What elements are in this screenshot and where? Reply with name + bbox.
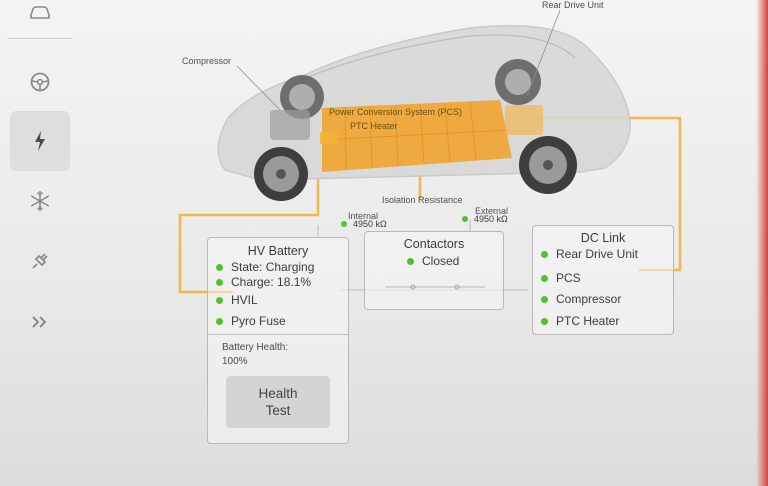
wheel-icon — [280, 75, 324, 119]
sidebar-item-car[interactable] — [10, 0, 70, 42]
status-dot — [216, 296, 223, 304]
dc-link-item: Rear Drive Unit — [541, 247, 638, 261]
compressor-label: Compressor — [182, 56, 232, 66]
status-dot — [341, 221, 347, 227]
sidebar-item-driving[interactable] — [10, 52, 70, 112]
external-resistance: 4950 kΩ — [462, 214, 508, 224]
external-label: External — [475, 206, 509, 216]
lightning-icon — [35, 131, 45, 151]
contactors-status: Closed — [407, 254, 459, 268]
hvil-text: HVIL — [231, 293, 258, 307]
dc-link-item-label: Compressor — [556, 292, 622, 306]
rear-drive-unit — [505, 105, 543, 135]
status-dot — [541, 250, 548, 258]
dc-link-item-label: Rear Drive Unit — [556, 247, 639, 261]
sidebar — [0, 0, 82, 486]
dc-link-item: PTC Heater — [541, 314, 619, 328]
status-dot — [216, 278, 223, 286]
battery-health-label: Battery Health: — [222, 342, 289, 353]
car-illustration — [217, 24, 631, 201]
window-edge — [756, 0, 768, 486]
pyro-fuse-text: Pyro Fuse — [231, 314, 286, 328]
status-dot — [216, 317, 223, 325]
status-dot — [216, 263, 223, 271]
external-resistance-value: 4950 kΩ — [474, 214, 508, 224]
sidebar-item-more[interactable] — [10, 292, 70, 352]
leader-lines — [236, 9, 561, 111]
car-icon — [30, 6, 50, 19]
battery-health-value: 100% — [222, 356, 248, 367]
ptc-heater-label: PTC Heater — [350, 121, 398, 131]
status-dot — [462, 216, 468, 222]
status-dot — [541, 317, 548, 325]
internal-label: Internal — [348, 211, 379, 221]
ptc-heater — [320, 132, 338, 144]
status-dot — [407, 257, 414, 265]
snowflake-icon — [30, 191, 50, 211]
sidebar-item-climate[interactable] — [10, 171, 70, 231]
battery-charge: Charge: 18.1% — [216, 275, 311, 289]
battery-state: State: Charging — [216, 260, 314, 274]
status-dot — [541, 274, 548, 282]
wheel-icon — [254, 147, 308, 201]
sidebar-item-power[interactable] — [10, 111, 70, 171]
sidebar-item-charging[interactable] — [10, 231, 70, 291]
contactors-panel: Contactors Closed — [364, 231, 504, 310]
internal-resistance: 4950 kΩ — [341, 219, 387, 229]
hv-battery-panel: HV Battery State: Charging Charge: 18.1%… — [207, 237, 349, 444]
contactors-status-text: Closed — [422, 254, 460, 268]
double-chevron-right-icon — [32, 316, 47, 328]
rear-drive-unit-label: Rear Drive Unit — [542, 0, 604, 10]
health-test-label-line1: Health — [258, 386, 298, 401]
health-test-button[interactable]: Health Test — [226, 376, 330, 428]
isolation-resistance-title: Isolation Resistance — [382, 195, 463, 205]
pcs-label: Power Conversion System (PCS) — [329, 107, 463, 117]
dc-link-item: Compressor — [541, 292, 621, 306]
charge-plug-icon — [32, 253, 48, 269]
contactors-title: Contactors — [403, 237, 465, 251]
dc-link-item-label: PCS — [556, 271, 581, 285]
battery-state-text: State: Charging — [231, 260, 315, 274]
dc-link-panel: DC Link Rear Drive Unit PCS Compressor P… — [532, 225, 674, 335]
dc-link-title: DC Link — [580, 231, 626, 245]
dc-link-item-label: PTC Heater — [556, 314, 620, 328]
pyro-fuse-status: Pyro Fuse — [216, 314, 286, 328]
front-motor — [270, 110, 310, 140]
hvil-status: HVIL — [216, 293, 258, 307]
internal-resistance-value: 4950 kΩ — [353, 219, 387, 229]
sidebar-divider — [8, 38, 72, 39]
hv-battery-title: HV Battery — [247, 244, 309, 258]
dc-link-item: PCS — [541, 271, 581, 285]
battery-pack — [321, 100, 512, 172]
wheel-icon — [495, 59, 541, 105]
status-dot — [541, 295, 548, 303]
battery-charge-text: Charge: 18.1% — [231, 275, 312, 289]
steering-wheel-icon — [30, 72, 50, 92]
health-test-label-line2: Test — [265, 403, 291, 418]
contactor-switch-icon — [385, 284, 485, 290]
divider — [208, 334, 348, 335]
wheel-icon — [519, 136, 577, 194]
